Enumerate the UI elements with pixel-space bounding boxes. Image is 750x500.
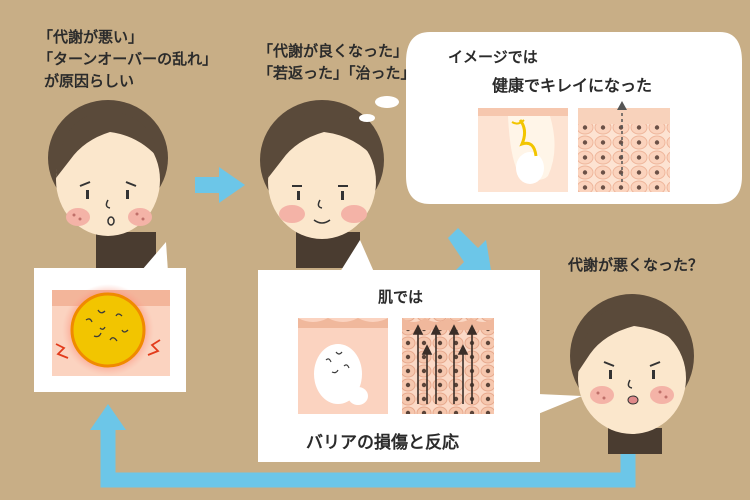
down-right-arrow-icon (448, 228, 492, 276)
caption-left-line3: が原因らしい (44, 72, 135, 90)
caption-middle-line2: 「若返った」「治った」 (258, 64, 416, 82)
thought-bubble-line2: 健康でキレイになった (492, 76, 653, 95)
character-left (48, 100, 168, 268)
caption-middle: 「代謝が良くなった」 「若返った」「治った」 (258, 40, 416, 84)
healthy-skin-cells-illustration (578, 101, 670, 192)
thought-bubble-line1: イメージでは (448, 48, 538, 66)
character-right (570, 294, 694, 454)
caption-left-line2: 「ターンオーバーの乱れ」 (38, 50, 218, 68)
skin-panel-title: 肌では (378, 288, 424, 306)
caption-left: 「代謝が悪い」 「ターンオーバーの乱れ」 が原因らしい (38, 26, 217, 92)
healthy-pore-illustration (478, 108, 568, 192)
caption-left-line1: 「代謝が悪い」 (38, 28, 144, 46)
right-arrow-icon (195, 167, 245, 203)
damaged-skin-cells-illustration (402, 318, 494, 414)
character-middle (260, 100, 384, 268)
damaged-pore-illustration (298, 318, 388, 414)
caption-right: 代謝が悪くなった？ (568, 256, 704, 274)
caption-middle-line1: 「代謝が良くなった」 (258, 42, 409, 60)
return-loop-arrow-icon (90, 404, 636, 488)
skin-panel-footer: バリアの損傷と反応 (306, 433, 459, 453)
inflamed-skin-panel (34, 242, 186, 392)
